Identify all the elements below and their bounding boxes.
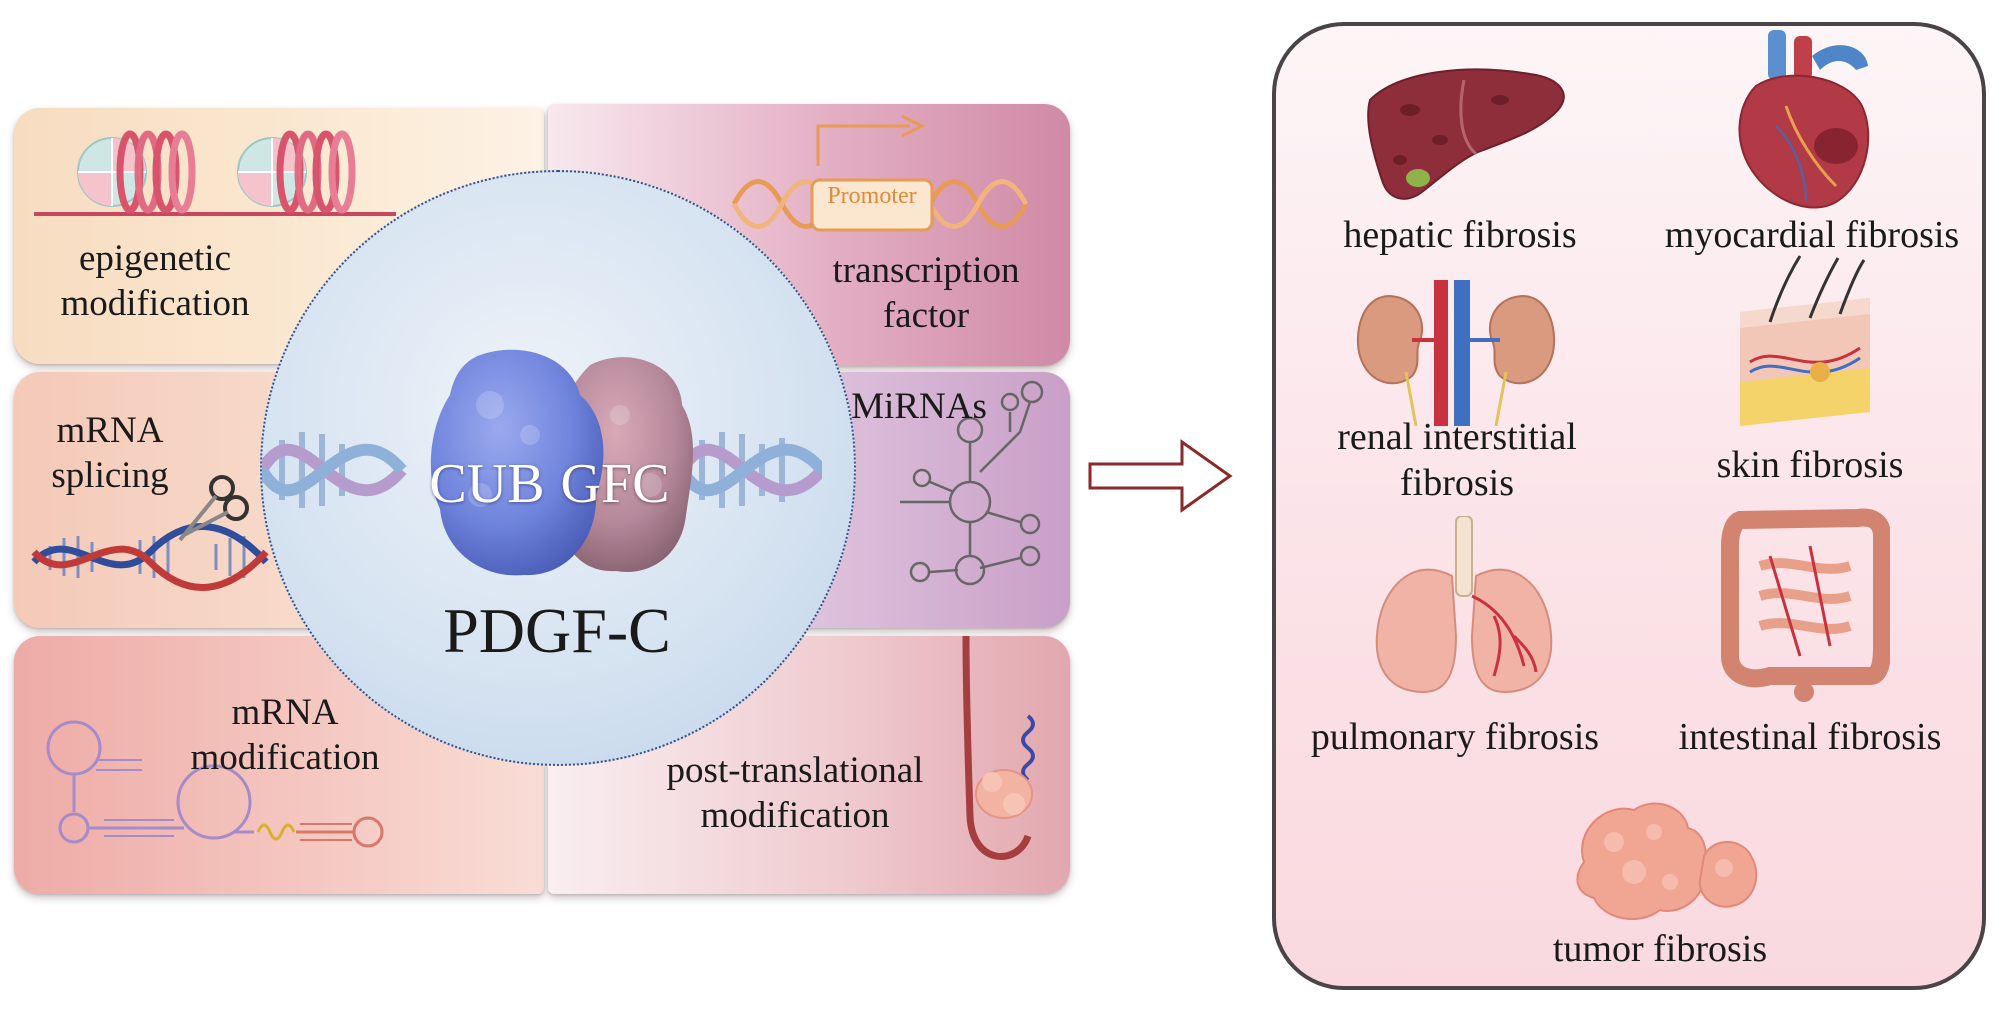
promoter-dna-icon (731, 114, 1029, 232)
label-epigenetic-modification: epigenetic modification (60, 238, 250, 325)
label-mirnas: MiRNAs (851, 386, 987, 427)
ribosome-peptide-icon (962, 636, 1035, 860)
pdgf-c-protein (430, 349, 694, 576)
kidneys-icon (1356, 280, 1556, 426)
skin-section-icon (1740, 255, 1870, 426)
label-mrna-modification: mRNA modification (190, 692, 380, 779)
tumor-icon (1576, 802, 1758, 921)
label-tumor-fibrosis: tumor fibrosis (1552, 928, 1768, 970)
mirna-structure-icon (900, 380, 1044, 586)
pdgf-c-title: PDGF-C (443, 595, 671, 666)
nucleosome-icon (34, 130, 396, 216)
label-pulmonary-fibrosis: pulmonary fibrosis (1310, 716, 1600, 758)
cub-domain-label: CUB (429, 453, 545, 515)
lungs-icon (1375, 516, 1553, 694)
label-post-translational-modification: post-translational modification (666, 750, 924, 837)
dna-double-helix (262, 432, 822, 508)
liver-icon (1367, 68, 1565, 200)
intestines-icon (1721, 508, 1890, 702)
promoter-label: Promoter (827, 183, 917, 209)
label-transcription-factor: transcription factor (832, 250, 1020, 337)
label-hepatic-fibrosis: hepatic fibrosis (1343, 214, 1577, 256)
gfc-domain-label: GFC (560, 453, 670, 515)
dna-helix-icon (31, 523, 269, 591)
label-intestinal-fibrosis: intestinal fibrosis (1678, 716, 1942, 758)
label-renal-interstitial-fibrosis: renal interstitial fibrosis (1337, 416, 1577, 505)
label-myocardial-fibrosis: myocardial fibrosis (1664, 214, 1960, 256)
mrna-hairpin-icon (46, 720, 384, 848)
label-skin-fibrosis: skin fibrosis (1716, 444, 1904, 486)
right-arrow-icon (1088, 439, 1233, 513)
heart-icon (1738, 30, 1870, 209)
scissors-icon (178, 475, 249, 542)
label-mrna-splicing: mRNA splicing (51, 410, 169, 497)
